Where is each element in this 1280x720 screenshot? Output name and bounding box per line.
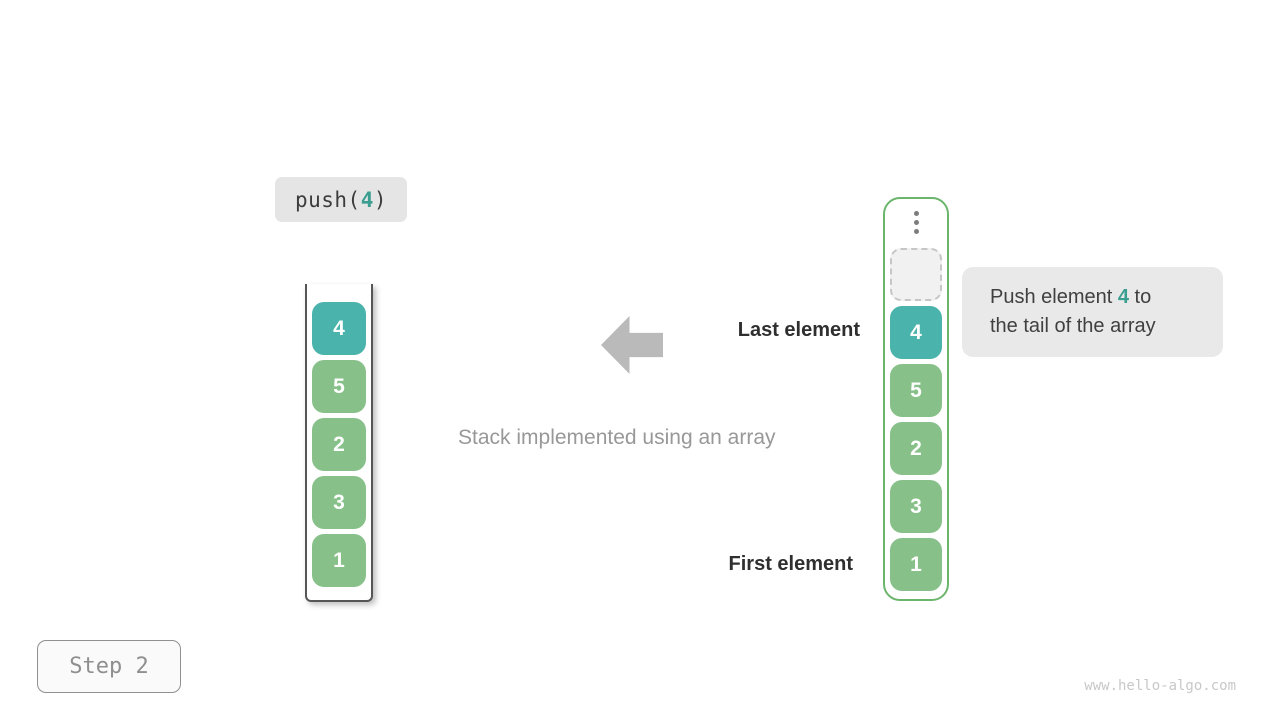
stack-cell: 5 — [890, 364, 942, 417]
last-element-label: Last element — [737, 319, 860, 341]
callout-highlight-value: 4 — [1117, 286, 1129, 308]
push-argument: 4 — [360, 187, 374, 212]
stack-cell: 5 — [312, 360, 366, 413]
callout-text-3: the tail of the array — [990, 315, 1156, 337]
stack-array-left: 4 5 2 3 1 — [305, 284, 373, 602]
first-element-label: First element — [728, 553, 853, 575]
step-label: Step 2 — [69, 654, 149, 679]
push-prefix: push( — [294, 187, 361, 212]
stack-cell: 2 — [312, 418, 366, 471]
stack-cell: 2 — [890, 422, 942, 475]
callout-text-2: to — [1128, 286, 1152, 308]
vertical-ellipsis-icon — [913, 211, 919, 234]
callout-text-1: Push element — [990, 286, 1118, 308]
stack-cell: 1 — [890, 538, 942, 591]
push-operation-chip: push(4) — [275, 177, 407, 222]
step-badge: Step 2 — [37, 640, 181, 693]
stack-caption: Stack implemented using an array — [458, 426, 776, 449]
empty-slot — [890, 248, 942, 301]
stack-cell: 4 — [890, 306, 942, 359]
push-suffix: ) — [373, 187, 388, 212]
site-watermark: www.hello-algo.com — [1084, 678, 1236, 694]
stack-cell: 3 — [890, 480, 942, 533]
stack-cell: 1 — [312, 534, 366, 587]
stack-cell: 3 — [312, 476, 366, 529]
push-callout: Push element 4 to the tail of the array — [962, 267, 1223, 357]
stack-cell: 4 — [312, 302, 366, 355]
stack-array-right: 4 5 2 3 1 — [883, 197, 949, 601]
